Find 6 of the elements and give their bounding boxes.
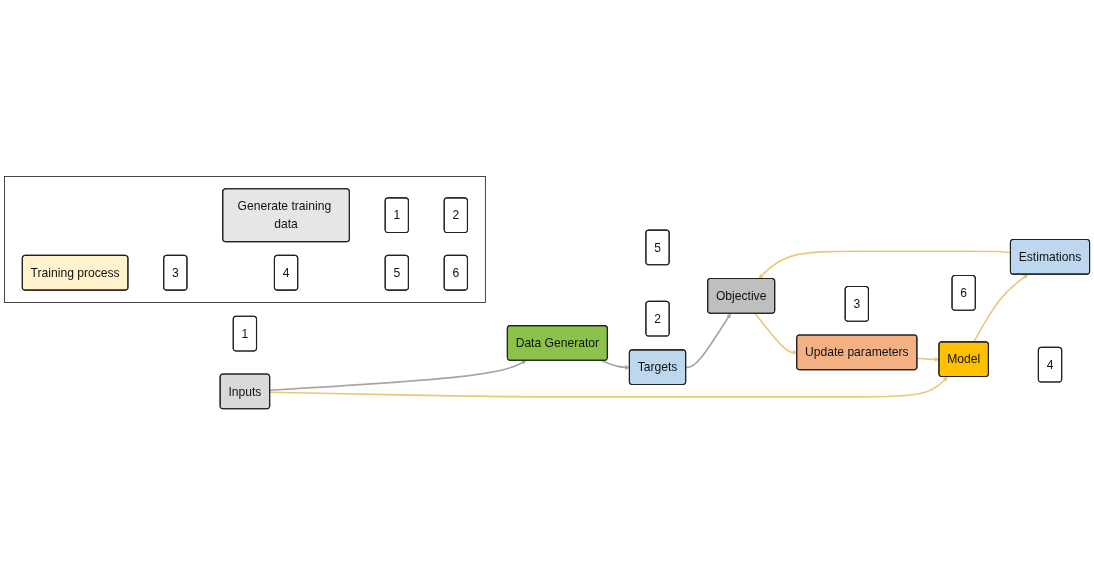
arrow	[600, 360, 630, 371]
arrow	[269, 360, 527, 392]
arrow	[269, 377, 948, 399]
cluster	[4, 176, 486, 304]
arrow	[972, 274, 1029, 344]
arrow	[685, 313, 731, 369]
